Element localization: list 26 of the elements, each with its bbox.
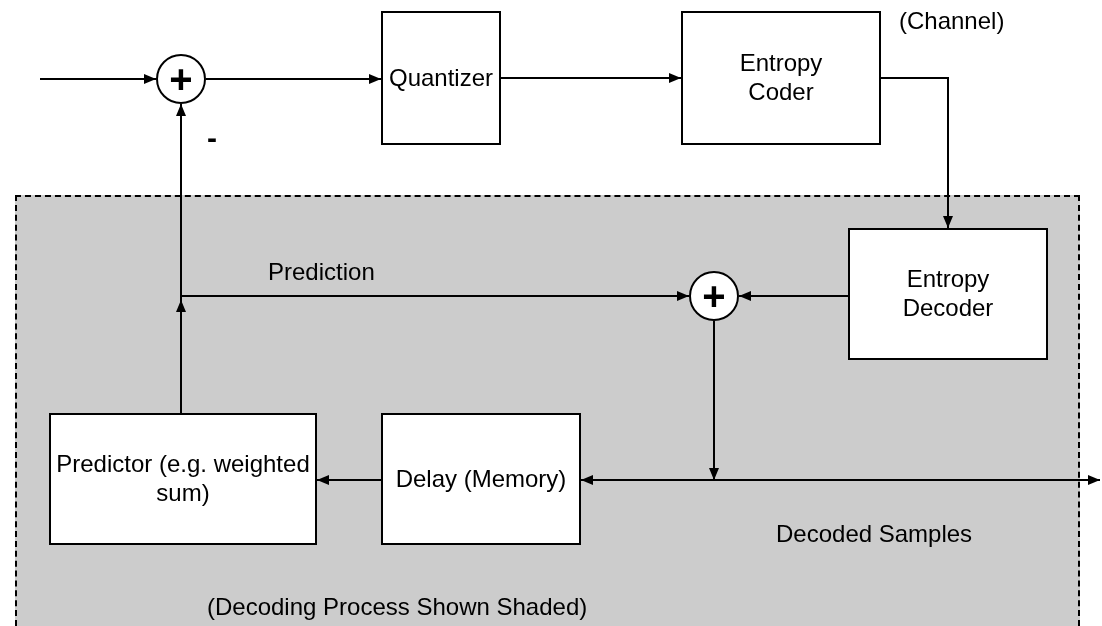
adder-circle xyxy=(689,271,739,321)
box-label: Entropy Coder xyxy=(738,49,824,107)
process-box xyxy=(49,413,317,545)
box-label: Predictor (e.g. weighted sum) xyxy=(55,450,311,508)
connector-arrow xyxy=(316,475,382,485)
connector-arrow xyxy=(205,74,382,84)
process-box xyxy=(681,11,881,145)
edge-label: - xyxy=(207,123,217,153)
box-label: Entropy Decoder xyxy=(901,265,995,323)
channel-label: (Channel) xyxy=(899,7,1005,35)
connector-arrow xyxy=(738,291,849,301)
connector-arrow xyxy=(500,73,682,83)
connector-arrow xyxy=(880,77,953,229)
edge-label: Prediction xyxy=(268,258,375,286)
process-box xyxy=(381,413,581,545)
box-label: Delay (Memory) xyxy=(395,464,567,494)
process-box xyxy=(381,11,501,145)
edge-label: Decoded Samples xyxy=(776,520,973,548)
shaded-region xyxy=(15,195,1080,626)
adder-circle xyxy=(156,54,206,104)
plus-sign: + xyxy=(702,276,726,316)
box-label: Quantizer xyxy=(388,63,494,93)
arrow xyxy=(39,74,157,84)
process-box xyxy=(848,228,1048,360)
plus-sign: + xyxy=(169,59,193,99)
region-caption: (Decoding Process Shown Shaded) xyxy=(207,593,588,622)
